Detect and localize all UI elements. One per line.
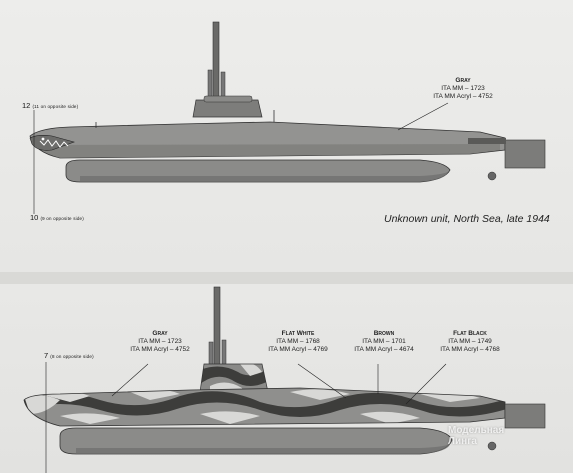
callout-note: (8 on opposite side): [50, 354, 94, 359]
watermark: Модельная Линга: [448, 425, 504, 447]
conning-tower-rim: [203, 95, 253, 103]
bottom-paint-flat-black: Flat Black ITA MM – 1749 ITA MM Acryl – …: [428, 330, 512, 354]
bottom-torpedo-shade: [76, 444, 450, 454]
callout-number: 7: [44, 351, 49, 360]
top-paint-gray: Gray ITA MM – 1723 ITA MM Acryl – 4752: [418, 77, 508, 101]
watermark-line1: Модельная: [448, 425, 505, 436]
paint-code: ITA MM – 1749: [448, 338, 492, 345]
bottom-propeller: [487, 441, 497, 451]
paint-code-acryl: ITA MM Acryl – 4674: [354, 346, 414, 353]
paint-code: ITA MM – 1723: [441, 85, 485, 92]
callout-note: (11 on opposite side): [32, 104, 79, 109]
bottom-gray-leader: [111, 363, 149, 397]
shark-mouth: [29, 135, 75, 151]
top-torpedo-shade: [80, 172, 448, 182]
paint-name: Brown: [373, 330, 395, 337]
bottom-hull: [24, 388, 505, 426]
callout-note: (9 on opposite side): [40, 216, 84, 221]
callout-number: 10: [30, 213, 39, 222]
paint-name: Flat Black: [453, 330, 487, 337]
paint-code: ITA MM – 1768: [276, 338, 320, 345]
bottom-black-leader: [405, 363, 447, 405]
paint-code-acryl: ITA MM Acryl – 4752: [433, 93, 493, 100]
bottom-stern-housing: [504, 403, 546, 429]
bottom-torpedo: [59, 427, 453, 455]
shark-teeth: [39, 139, 69, 148]
paint-name: Gray: [455, 77, 471, 84]
top-stern-rail: [468, 138, 506, 144]
periscope-main: [213, 286, 221, 368]
bottom-paint-brown: Brown ITA MM – 1701 ITA MM Acryl – 4674: [342, 330, 426, 354]
paint-code: ITA MM – 1701: [362, 338, 406, 345]
top-stern-housing: [504, 139, 546, 169]
paint-code-acryl: ITA MM Acryl – 4768: [440, 346, 500, 353]
top-callout-12: 12 (11 on opposite side): [22, 101, 78, 110]
top-propeller: [487, 171, 497, 181]
watermark-line2: Линга: [448, 436, 477, 447]
profile-caption: Unknown unit, North Sea, late 1944: [384, 213, 550, 225]
bottom-white-leader: [297, 363, 347, 399]
paint-code-acryl: ITA MM Acryl – 4752: [130, 346, 190, 353]
bottom-callout-7: 7 (8 on opposite side): [44, 351, 94, 360]
bottom-paint-gray: Gray ITA MM – 1723 ITA MM Acryl – 4752: [118, 330, 202, 354]
paint-code-acryl: ITA MM Acryl – 4769: [268, 346, 328, 353]
conning-tower: [192, 99, 263, 118]
shark-eye: [41, 137, 45, 141]
paint-name: Flat White: [281, 330, 315, 337]
paint-code: ITA MM – 1723: [138, 338, 182, 345]
top-gray-leader: [397, 102, 449, 131]
bottom-paint-flat-white: Flat White ITA MM – 1768 ITA MM Acryl – …: [256, 330, 340, 354]
panel-divider: [0, 272, 573, 284]
top-hull-shade: [40, 144, 500, 158]
paint-name: Gray: [152, 330, 168, 337]
callout-number: 12: [22, 101, 31, 110]
top-callout-10: 10 (9 on opposite side): [30, 213, 84, 222]
